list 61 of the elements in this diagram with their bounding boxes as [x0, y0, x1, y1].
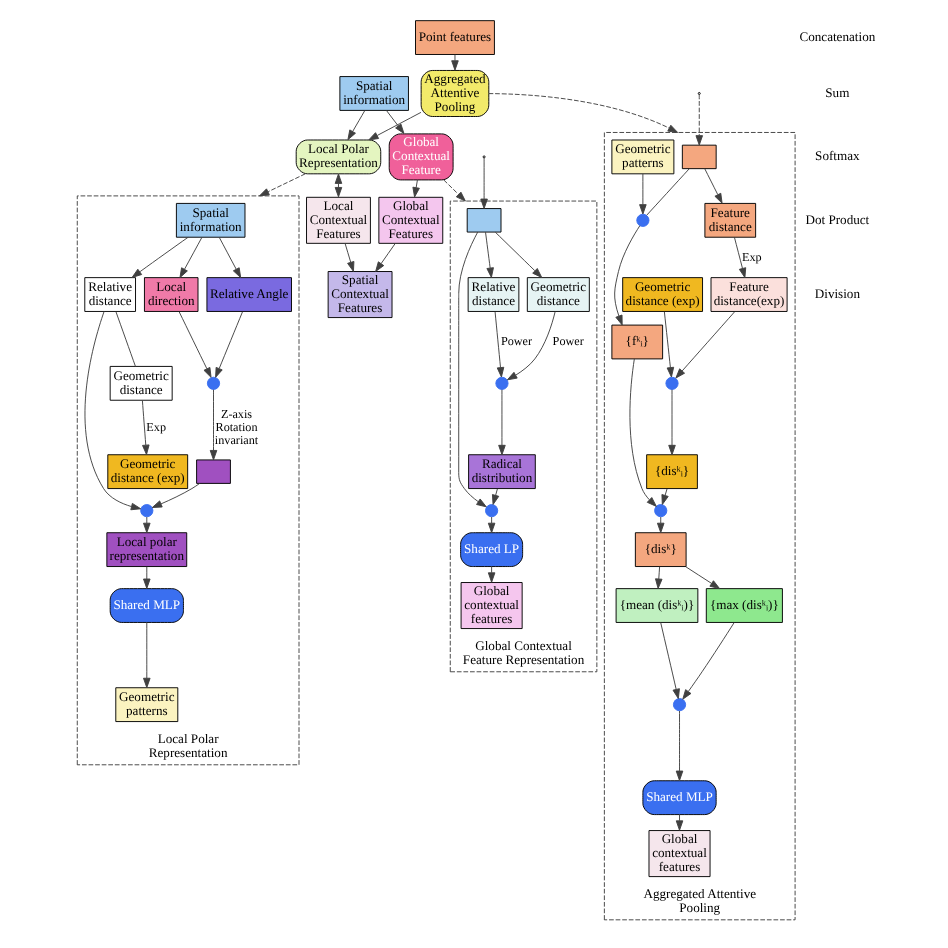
- node-circle: [495, 376, 509, 390]
- node-circle: [654, 504, 668, 518]
- arrow: [498, 389, 506, 456]
- arrow: [675, 710, 684, 781]
- connector: [646, 168, 690, 216]
- connector: [115, 311, 136, 367]
- arrow: [458, 231, 487, 508]
- node-circle: [672, 698, 687, 712]
- arrow: [218, 236, 242, 279]
- arrow: [451, 54, 459, 71]
- arrow: [682, 622, 735, 700]
- arrow: [655, 566, 663, 589]
- arrow: [629, 358, 657, 507]
- arrow: [491, 488, 500, 505]
- node-box: [196, 459, 231, 484]
- arrow: [733, 236, 747, 279]
- arrow: [660, 622, 680, 700]
- arrow: [141, 400, 150, 455]
- arrow: [334, 173, 343, 198]
- arrow: [375, 242, 396, 272]
- arrow: [386, 110, 405, 134]
- arrow: [443, 179, 466, 202]
- arrow: [179, 236, 203, 279]
- arrow: [639, 173, 647, 215]
- arrow: [151, 483, 201, 509]
- arrow: [209, 389, 218, 461]
- arrow: [506, 311, 556, 381]
- node-circle: [665, 376, 679, 390]
- arrow: [614, 225, 641, 326]
- arrow: [704, 168, 723, 204]
- arrow: [344, 242, 355, 272]
- node-circle: [485, 504, 499, 518]
- arrow: [663, 311, 675, 378]
- arrow: [661, 488, 669, 505]
- arrow: [178, 311, 212, 378]
- arrow: [143, 566, 151, 589]
- arrow: [695, 94, 703, 146]
- arrow: [494, 311, 505, 378]
- arrow: [259, 173, 306, 197]
- arrow: [668, 389, 676, 456]
- arrow: [143, 622, 151, 689]
- arrow: [143, 516, 151, 534]
- arrow: [685, 566, 721, 590]
- arrow: [494, 231, 543, 278]
- arrow: [480, 157, 488, 209]
- arrow: [347, 110, 366, 141]
- node-circle: [636, 213, 650, 227]
- arrow: [485, 231, 494, 278]
- arrow: [657, 516, 665, 534]
- arrow: [215, 311, 243, 378]
- arrow: [412, 179, 420, 198]
- node-circle: [140, 504, 154, 518]
- node-box: [466, 208, 502, 233]
- arrow: [487, 516, 496, 534]
- node-box: [681, 144, 717, 170]
- arrow: [368, 111, 422, 141]
- arrow: [488, 93, 679, 133]
- node-circle: [206, 376, 221, 390]
- arrow: [84, 311, 142, 511]
- arrow: [131, 236, 189, 278]
- arrow: [675, 311, 736, 379]
